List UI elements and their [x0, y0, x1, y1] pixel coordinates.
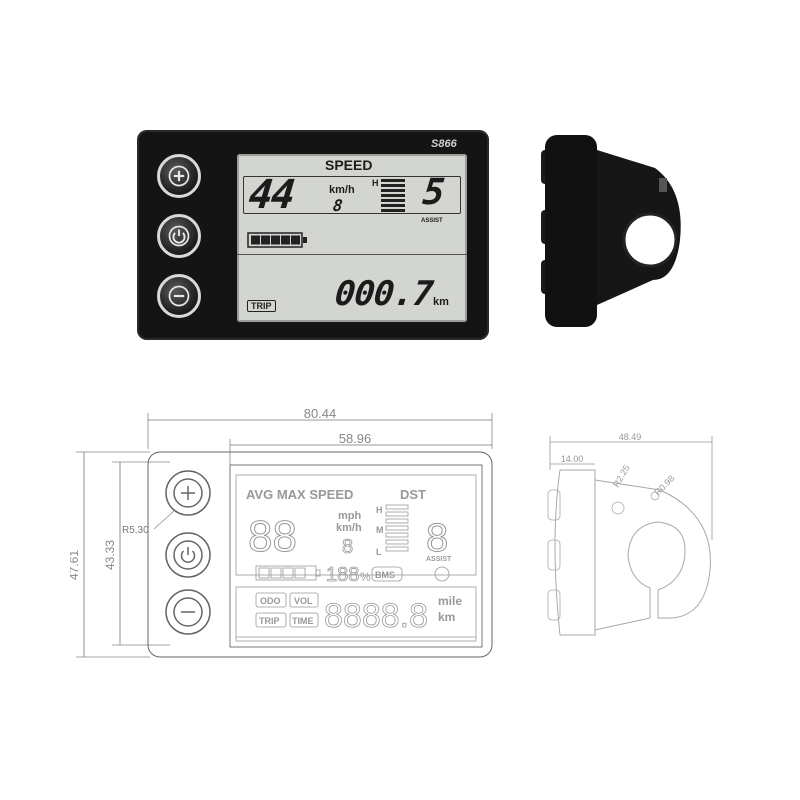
speed-value: 44	[246, 172, 296, 218]
drawing-odo: ODO	[260, 596, 281, 606]
speed-frame	[243, 176, 461, 214]
drawing-dst: DST	[400, 487, 426, 502]
trip-label: TRIP	[247, 300, 276, 312]
drawing-plus-button	[165, 470, 211, 516]
side-screw-hole-1	[611, 501, 625, 515]
inner-height: 43.33	[103, 540, 117, 570]
display-side-photo	[541, 135, 681, 327]
drawing-trip: TRIP	[259, 616, 280, 626]
assist-bars	[381, 179, 405, 212]
front-technical-drawing: 80.44 58.96 47.61 43.33 R5.30 AVG MAX SP…	[70, 406, 493, 658]
total-height: 47.61	[70, 550, 81, 580]
assist-level: 5	[420, 172, 447, 213]
drawing-battery	[255, 565, 321, 581]
side-body-outline	[554, 469, 596, 636]
minus-button[interactable]	[157, 274, 201, 318]
speed-title: SPEED	[325, 157, 373, 173]
lcd-screen: SPEED 44 km/h 8 H 5 ASSIST TR	[237, 154, 467, 322]
drawing-mph: mph	[338, 510, 362, 522]
drawing-time: TIME	[292, 616, 314, 626]
drawing-vol: VOL	[294, 596, 313, 606]
side-width: 48.49	[619, 432, 642, 442]
small-digit: 8	[332, 196, 344, 215]
drawing-small-digit: 8	[342, 536, 353, 558]
clamp-screw	[659, 178, 667, 192]
body-outline	[147, 451, 493, 658]
side-housing	[545, 135, 597, 327]
side-clamp-outline	[594, 479, 711, 631]
lcd-width: 58.96	[339, 431, 372, 446]
model-label: S866	[431, 138, 457, 150]
drawing-header: AVG MAX SPEED	[246, 487, 353, 502]
drawing-percent: %	[360, 570, 371, 584]
drawing-level-m: M	[376, 525, 384, 535]
side-offset: 14.00	[561, 454, 584, 464]
drawing-assist-digit: 8	[426, 516, 448, 560]
side-technical-drawing: 48.49 14.00 R2.25 R0.98	[547, 432, 713, 636]
minus-icon	[168, 285, 190, 307]
distance-unit: km	[433, 296, 449, 308]
plus-button[interactable]	[157, 154, 201, 198]
drawing-minus-button	[165, 589, 211, 635]
speed-unit: km/h	[329, 184, 355, 196]
corner-radius: R5.30	[122, 525, 149, 536]
drawing-percent-digits: 188	[326, 564, 359, 586]
assist-label: ASSIST	[421, 218, 443, 224]
plus-icon	[168, 165, 190, 187]
display-front-photo: S866 SPEED 44 km/h 8 H 5 ASSIST	[137, 130, 489, 340]
drawing-lcd-outline	[229, 464, 483, 648]
assist-h: H	[372, 178, 379, 188]
handlebar-hole	[622, 212, 678, 268]
total-width: 80.44	[304, 406, 337, 421]
drawing-km: km	[438, 610, 455, 624]
drawing-speed-digits: 88	[248, 512, 297, 561]
drawing-assist-label: ASSIST	[426, 556, 452, 563]
drawing-bms: BMS	[375, 570, 395, 580]
drawing-mile: mile	[438, 594, 462, 608]
power-button[interactable]	[157, 214, 201, 258]
power-icon	[168, 225, 190, 247]
distance-value: 000.7	[332, 274, 435, 314]
drawing-odo-digits: 8888.8	[324, 597, 428, 635]
side-radius-2: R0.98	[652, 473, 676, 497]
lcd-divider	[237, 254, 467, 255]
battery-icon	[247, 232, 307, 248]
drawing-power-button	[165, 532, 211, 578]
drawing-assist-bars	[385, 504, 409, 552]
drawing-warning-icon	[434, 566, 450, 582]
side-screw-hole-2	[650, 491, 660, 501]
drawing-level-l: L	[376, 547, 382, 557]
drawing-kmh: km/h	[336, 522, 362, 534]
drawing-level-h: H	[376, 505, 383, 515]
